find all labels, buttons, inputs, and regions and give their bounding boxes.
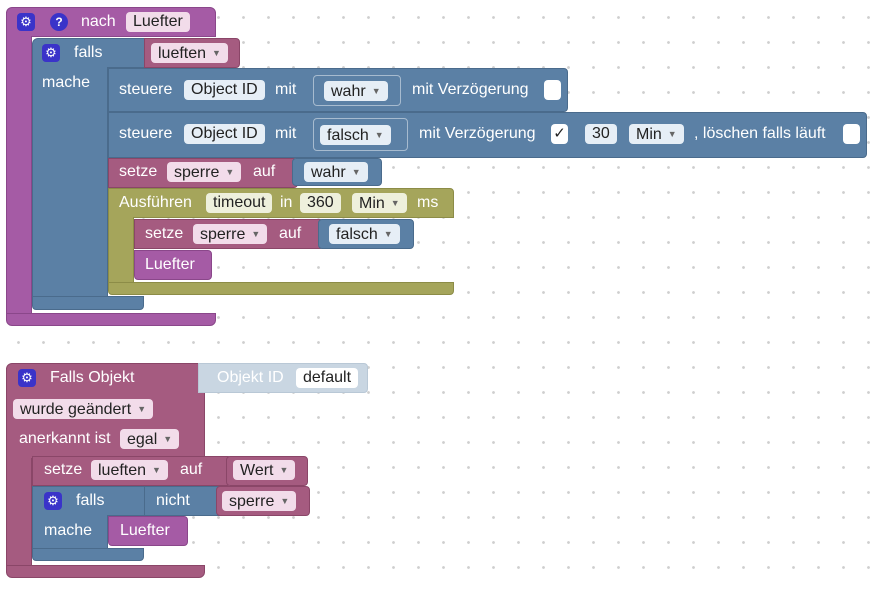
execute-label: Ausführen — [119, 194, 192, 211]
delay-checkbox[interactable] — [544, 80, 561, 100]
object-id-label: Objekt ID — [217, 369, 284, 386]
delay-checkbox[interactable]: ✓ — [551, 124, 568, 144]
value-socket — [313, 118, 408, 151]
call-procedure-block[interactable] — [134, 250, 212, 280]
object-id-field[interactable]: Object ID — [184, 80, 265, 100]
clear-label: , löschen falls läuft — [694, 125, 826, 142]
trigger-body-left — [6, 458, 32, 568]
do-label: mache — [44, 522, 93, 539]
if-footer — [32, 296, 144, 310]
help-icon[interactable]: ? — [50, 13, 68, 31]
unit-dropdown[interactable]: Min▼ — [629, 124, 684, 144]
gear-icon[interactable]: ⚙ — [18, 369, 36, 387]
delay-value-field[interactable]: 30 — [585, 124, 617, 144]
to-label: auf — [279, 225, 302, 242]
do-label: mache — [42, 74, 91, 91]
gear-icon[interactable]: ⚙ — [42, 44, 60, 62]
procedure-footer — [6, 313, 216, 326]
with-label: mit — [275, 125, 297, 142]
with-label: mit — [275, 81, 297, 98]
ack-label: anerkannt ist — [19, 430, 111, 447]
set-label: setze — [145, 225, 184, 242]
to-label: auf — [253, 163, 276, 180]
boolean-dropdown[interactable]: wahr▼ — [324, 81, 388, 101]
ack-dropdown[interactable]: egal▼ — [120, 429, 180, 449]
object-id-field[interactable]: default — [296, 368, 359, 388]
if-label: falls — [74, 44, 103, 61]
variable-dropdown[interactable]: sperre▼ — [167, 162, 242, 182]
if-label: falls — [76, 492, 105, 509]
unit-dropdown[interactable]: Min▼ — [352, 193, 407, 213]
control-label: steuere — [119, 81, 173, 98]
if-footer — [32, 548, 144, 561]
call-procedure-block[interactable] — [108, 516, 188, 546]
if-body-left — [32, 515, 108, 551]
object-id-field[interactable]: Object ID — [184, 124, 265, 144]
procedure-name-field[interactable]: Luefter — [126, 12, 190, 32]
if-body-left — [32, 67, 108, 298]
set-label: setze — [44, 461, 83, 478]
variable-dropdown[interactable]: sperre▼ — [222, 491, 297, 511]
boolean-dropdown[interactable]: falsch▼ — [320, 125, 391, 145]
trigger-footer — [6, 565, 205, 578]
value-dropdown[interactable]: Wert▼ — [233, 460, 296, 480]
set-label: setze — [119, 163, 158, 180]
procedure-label: nach — [81, 13, 116, 30]
value-socket — [313, 75, 401, 106]
timeout-body-left — [108, 217, 134, 285]
trigger-label: Falls Objekt — [50, 369, 135, 386]
in-label: in — [280, 194, 293, 211]
variable-dropdown[interactable]: lueften▼ — [91, 460, 168, 480]
control-block-2[interactable] — [108, 112, 867, 158]
to-label: auf — [180, 461, 203, 478]
control-label: steuere — [119, 125, 173, 142]
variable-dropdown[interactable]: lueften▼ — [151, 43, 228, 63]
variable-dropdown[interactable]: sperre▼ — [193, 224, 268, 244]
trigger-type-dropdown[interactable]: wurde geändert▼ — [13, 399, 154, 419]
procedure-body-left — [6, 36, 32, 316]
delay-label: mit Verzögerung — [419, 125, 536, 142]
gear-icon[interactable]: ⚙ — [44, 492, 62, 510]
boolean-dropdown[interactable]: wahr▼ — [304, 162, 368, 182]
delay-label: mit Verzögerung — [412, 81, 529, 98]
timeout-name-field[interactable]: timeout — [206, 193, 273, 213]
gear-icon[interactable]: ⚙ — [17, 13, 35, 31]
timeout-value-field[interactable]: 360 — [300, 193, 341, 213]
timeout-footer — [108, 282, 454, 295]
boolean-dropdown[interactable]: falsch▼ — [329, 224, 400, 244]
clear-checkbox[interactable] — [843, 124, 860, 144]
procedure-call-label: Luefter — [145, 256, 195, 273]
procedure-call-label: Luefter — [120, 522, 170, 539]
ms-label: ms — [417, 194, 439, 211]
not-label: nicht — [156, 492, 190, 509]
